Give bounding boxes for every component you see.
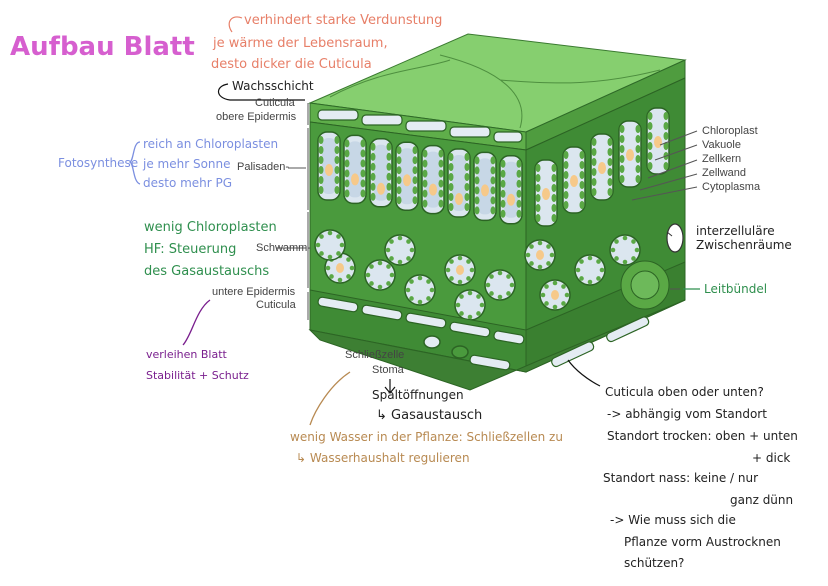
- question-5: Standort nass: keine / nur: [603, 471, 759, 485]
- schwamm-note-1: wenig Chloroplasten: [144, 220, 277, 235]
- question-9: schützen?: [624, 556, 685, 570]
- question-6: ganz dünn: [730, 493, 794, 507]
- spongy-cell: [484, 269, 516, 301]
- label-cuticula-bottom: Cuticula: [256, 299, 296, 311]
- palisade-cell: [421, 144, 445, 215]
- purple-note-2: Stabilität + Schutz: [146, 369, 249, 382]
- cuticula-note-2: je wärme der Lebensraum,: [213, 36, 388, 51]
- intercellular-line: [666, 231, 673, 237]
- intercellular-label-1: interzelluläre: [696, 224, 775, 238]
- palisade-cell: [473, 151, 497, 222]
- stoma-arrow: [384, 379, 396, 394]
- spaltoeffnungen-1: Spaltöffnungen: [372, 388, 464, 402]
- palisade-cell-side: [590, 133, 614, 201]
- spongy-cell: [574, 254, 606, 286]
- label-schliesszelle: Schließzelle: [345, 349, 405, 361]
- spongy-cell: [524, 239, 556, 271]
- label-palisaden: Palisaden-: [237, 161, 289, 173]
- cuticula-arrow: [228, 16, 243, 33]
- vascular-bundle: [620, 260, 670, 310]
- spongy-cell: [364, 259, 396, 291]
- intercellular-label-2: Zwischenräume: [696, 238, 792, 252]
- question-3: Standort trocken: oben + unten: [607, 429, 798, 443]
- palisade-cell: [447, 148, 471, 218]
- intercellular-space-symbol: [666, 223, 684, 253]
- epidermis-cells: [317, 109, 523, 143]
- spongy-cell: [539, 279, 571, 311]
- purple-line: [182, 299, 211, 346]
- fotosynthese-line-1: reich an Chloroplasten: [143, 137, 279, 151]
- spongy-cells: [314, 229, 641, 321]
- cuticula-note-1: verhindert starke Verdunstung: [244, 13, 443, 28]
- palisade-cell: [317, 131, 341, 201]
- spongy-cell: [609, 234, 641, 266]
- label-zellkern: Zellkern: [702, 153, 742, 165]
- wachsschicht-label: Wachsschicht: [232, 79, 314, 93]
- lower-epidermis-cells: [317, 296, 525, 345]
- palisade-cell-side: [562, 146, 586, 214]
- palisade-cell-side: [646, 107, 670, 175]
- spongy-cell: [454, 289, 486, 321]
- label-stoma: Stoma: [372, 364, 404, 376]
- wachsschicht-arrow: [217, 83, 305, 101]
- fotosynthese-line-3: desto mehr PG: [143, 176, 233, 190]
- spongy-cell: [324, 252, 356, 284]
- fotosynthese-line-2: je mehr Sonne: [143, 157, 231, 171]
- fotosynthese-label: Fotosynthese: [58, 156, 139, 170]
- purple-note-1: verleihen Blatt: [146, 348, 227, 361]
- page-title: Aufbau Blatt: [10, 32, 195, 62]
- label-obere-epidermis: obere Epidermis: [216, 111, 297, 123]
- label-cytoplasma: Cytoplasma: [702, 181, 761, 193]
- label-untere-epidermis: untere Epidermis: [212, 286, 296, 298]
- underside-cells: [469, 316, 650, 371]
- palisade-cell: [395, 141, 419, 211]
- layer-bracket-lines: [276, 103, 309, 320]
- palisade-cells: [317, 107, 670, 227]
- question-4: + dick: [752, 451, 791, 465]
- label-zellwand: Zellwand: [702, 167, 747, 179]
- palisade-cell: [343, 134, 367, 205]
- spongy-cell: [384, 234, 416, 266]
- schwamm-note-3: des Gasaustauschs: [144, 264, 270, 279]
- label-chloroplast: Chloroplast: [702, 125, 758, 137]
- label-vakuole: Vakuole: [702, 139, 741, 151]
- leitbuendel-label: Leitbündel: [704, 282, 768, 296]
- stoma-guard-cells: [423, 335, 469, 359]
- question-8: Pflanze vorm Austrocknen: [624, 535, 781, 549]
- label-schwamm: Schwamm-: [256, 242, 312, 254]
- palisade-cell-side: [618, 120, 642, 188]
- question-2: -> abhängig vom Standort: [607, 407, 767, 421]
- water-note-2: ↳ Wasserhaushalt regulieren: [296, 451, 470, 465]
- question-1: Cuticula oben oder unten?: [605, 385, 764, 399]
- spongy-cell: [404, 274, 436, 306]
- schwamm-note-2: HF: Steuerung: [144, 242, 237, 257]
- right-leader-lines: [631, 130, 698, 290]
- palisade-cell-side: [534, 159, 558, 227]
- palisade-cell: [369, 138, 393, 208]
- spongy-cell: [444, 254, 476, 286]
- label-cuticula-top: Cuticula: [255, 97, 295, 109]
- leaf-top-veins: [329, 54, 661, 129]
- leaf-underside: [308, 299, 686, 391]
- palisade-cell: [499, 155, 523, 225]
- black-note-line: [567, 359, 601, 387]
- cuticula-note-3: desto dicker die Cuticula: [211, 57, 372, 72]
- water-note-1: wenig Wasser in der Pflanze: Schließzell…: [290, 430, 563, 444]
- question-7: -> Wie muss sich die: [610, 513, 736, 527]
- brown-line: [309, 371, 351, 426]
- fotosynthese-brace: [128, 141, 141, 185]
- spaltoeffnungen-2: ↳ Gasaustausch: [376, 408, 483, 423]
- spongy-cell: [314, 229, 346, 261]
